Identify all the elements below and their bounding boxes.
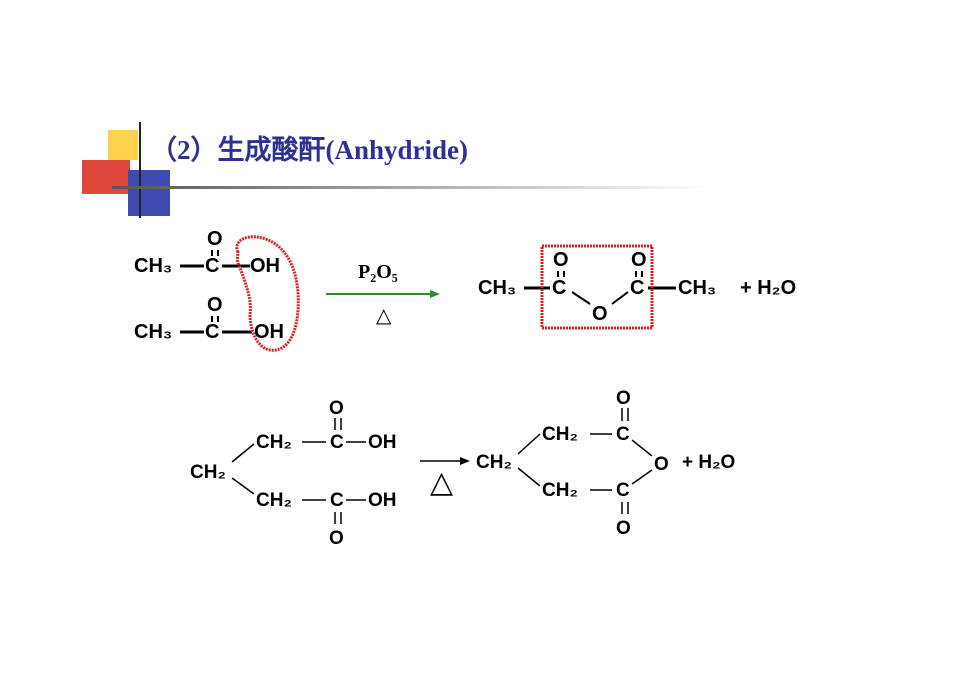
ch3-right-label: CH₃ bbox=[678, 277, 716, 299]
upper-oxygen-label: O bbox=[329, 398, 344, 419]
lower-ch2-label: CH₂ bbox=[256, 490, 292, 511]
upper-carbon-label: C bbox=[330, 432, 344, 453]
slide-title: （2）生成酸酐(Anhydride) bbox=[150, 135, 469, 165]
upper-oxygen-label: O bbox=[616, 388, 631, 409]
ch3-label: CH₃ bbox=[134, 321, 172, 343]
carbon-right-label: C bbox=[630, 277, 644, 299]
oxygen-label: O bbox=[207, 228, 223, 250]
acetic-acid-bottom: CH₃ C O OH bbox=[134, 294, 284, 343]
blue-square bbox=[128, 170, 170, 216]
anhydride-highlight bbox=[540, 244, 654, 330]
oxygen-top-right-label: O bbox=[631, 249, 647, 271]
water-highlight bbox=[235, 235, 300, 352]
ch3-label: CH₃ bbox=[134, 255, 172, 277]
lower-oxygen-label: O bbox=[616, 518, 631, 539]
carbon-label: C bbox=[205, 255, 219, 277]
glutaric-anhydride: CH₂ CH₂ C O O CH₂ C O bbox=[476, 388, 669, 539]
water-product: + H₂O bbox=[682, 452, 735, 473]
upper-carbon-label: C bbox=[616, 424, 630, 445]
hydroxyl-label: OH bbox=[254, 321, 284, 343]
lower-ch2-label: CH₂ bbox=[542, 480, 578, 501]
water-product: + H₂O bbox=[740, 277, 796, 299]
oxygen-top-left-label: O bbox=[553, 249, 569, 271]
ch3-left-label: CH₃ bbox=[478, 277, 516, 299]
carbon-label: C bbox=[205, 321, 219, 343]
upper-ch2-label: CH₂ bbox=[256, 432, 292, 453]
heat-symbol: △ bbox=[376, 305, 392, 327]
horizontal-rule bbox=[112, 186, 712, 189]
arrow-head bbox=[460, 457, 470, 465]
lower-carbon-label: C bbox=[616, 480, 630, 501]
arrow-head bbox=[430, 290, 440, 298]
acetic-anhydride: CH₃ C O O C O CH₃ bbox=[478, 244, 716, 330]
carbon-left-label: C bbox=[552, 277, 566, 299]
bridging-oxygen-label: O bbox=[592, 303, 608, 325]
lower-carbon-label: C bbox=[330, 490, 344, 511]
glutaric-acid: CH₂ CH₂ C O OH CH₂ C O OH bbox=[190, 398, 397, 549]
upper-hydroxyl-label: OH bbox=[368, 432, 397, 453]
oxygen-label: O bbox=[207, 294, 223, 316]
ring-oxygen-label: O bbox=[654, 454, 669, 475]
heat-symbol: △ bbox=[430, 466, 453, 499]
lower-hydroxyl-label: OH bbox=[368, 490, 397, 511]
upper-ch2-label: CH₂ bbox=[542, 424, 578, 445]
yellow-square bbox=[108, 130, 138, 160]
lower-oxygen-label: O bbox=[329, 528, 344, 549]
central-ch2-label: CH₂ bbox=[476, 452, 512, 473]
hydroxyl-label: OH bbox=[250, 255, 280, 277]
central-ch2-label: CH₂ bbox=[190, 462, 226, 483]
reagent-label: P₂O₅ bbox=[358, 261, 398, 283]
acetic-acid-top: CH₃ C O OH bbox=[134, 228, 280, 277]
